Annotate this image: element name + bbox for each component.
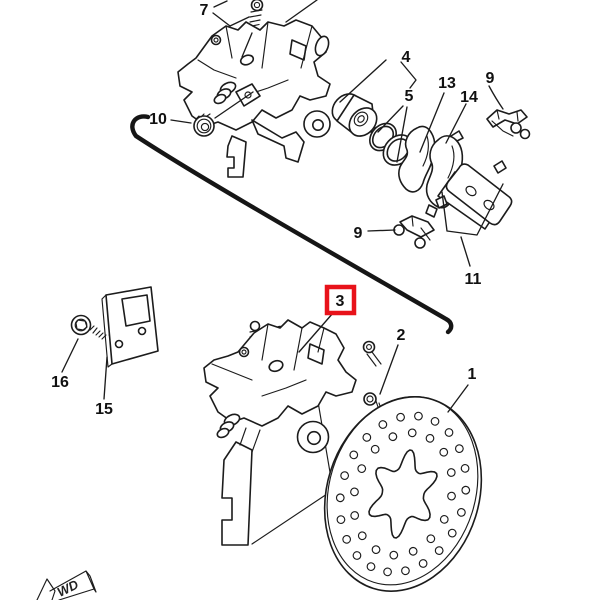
disc-hole-pattern [335, 411, 471, 577]
part-label-16[interactable]: 16 [51, 374, 69, 391]
lower-caliper-assembly [203, 319, 382, 546]
watermark-text: WD [55, 576, 82, 599]
part-label-15[interactable]: 15 [95, 401, 113, 418]
divider-line [130, 114, 454, 335]
bleeder-screw-icon [249, 0, 264, 31]
caliper-bracket-foot [226, 135, 247, 178]
leader-lines [61, 0, 504, 413]
part-label-7[interactable]: 7 [200, 2, 209, 19]
pad-spring-part-9-bottom [393, 215, 435, 249]
part-label-11[interactable]: 11 [465, 271, 482, 288]
bracket-plate-part-15 [101, 286, 159, 368]
part-label-2[interactable]: 2 [397, 327, 406, 344]
part-label-14[interactable]: 14 [460, 89, 478, 106]
part-label-3[interactable]: 3 [336, 293, 345, 310]
piston-part-4 [331, 93, 378, 137]
caliper-bracket-foot [221, 441, 253, 546]
disc-center-cutout [368, 449, 438, 539]
brake-pad-part-13 [398, 125, 436, 193]
watermark-stamp: WD [36, 570, 97, 600]
part-label-10[interactable]: 10 [149, 111, 167, 128]
selected-part-highlight-box[interactable] [324, 284, 357, 316]
part-label-9b[interactable]: 9 [354, 225, 363, 242]
plug-part-10 [193, 113, 215, 137]
upper-caliper-assembly [177, 0, 331, 178]
pin-boot-icon [303, 110, 331, 138]
part-label-9a[interactable]: 9 [486, 70, 495, 87]
pin-boot-icon [296, 420, 330, 454]
part-label-1[interactable]: 1 [468, 366, 477, 383]
brake-pad-part-11 [435, 160, 513, 230]
flange-bolt-part-16 [70, 314, 118, 340]
pad-spring-part-9-top [486, 109, 531, 140]
brake-disc-part-1 [323, 395, 483, 592]
part-label-5[interactable]: 5 [405, 88, 414, 105]
disc-bolt-part-2 [363, 392, 387, 412]
part-label-4[interactable]: 4 [402, 49, 411, 66]
part-label-13[interactable]: 13 [438, 75, 456, 92]
